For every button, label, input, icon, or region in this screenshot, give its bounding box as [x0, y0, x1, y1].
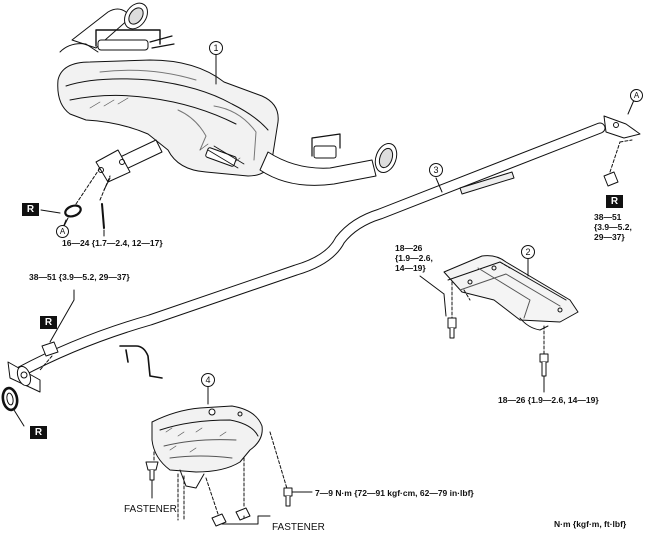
callout-3: 3: [429, 163, 443, 177]
insulator-bolt: [283, 487, 313, 507]
torque-insulator-bolt: 7—9 N·m {72—91 kgf·cm, 62—79 in·lbf}: [315, 488, 474, 498]
callout-2: 2: [521, 245, 535, 259]
replace-mark-rear-nut: R: [606, 195, 623, 208]
fastener-right: [211, 507, 271, 527]
muffler-gasket: [40, 167, 111, 237]
replace-mark-front-nut: R: [40, 316, 57, 329]
support-bracket: [443, 255, 579, 355]
torque-bracket-bolt-top: 18—26 {1.9—2.6, 14—19}: [395, 243, 433, 273]
callout-4: 4: [201, 373, 215, 387]
front-nut: [39, 289, 75, 371]
callout-3-leader: [435, 177, 443, 193]
callout-1: 1: [209, 41, 223, 55]
replace-mark-muffler-gasket: R: [22, 203, 39, 216]
ref-a-left: A: [56, 225, 69, 238]
torque-front-nut: 38—51 {3.9—5.2, 29—37}: [29, 272, 130, 282]
fastener-label-right: FASTENER: [272, 522, 325, 533]
rear-nut: [603, 139, 633, 187]
front-gasket: [1, 386, 25, 427]
ref-a-left-leader: [63, 217, 69, 227]
bracket-bolt-bottom: [539, 353, 549, 393]
heat-insulator: [151, 405, 289, 521]
bracket-bolt-top: [419, 275, 457, 339]
ref-a-right-leader: [627, 99, 635, 115]
replace-mark-front-gasket: R: [30, 426, 47, 439]
fastener-label-left: FASTENER: [124, 504, 177, 515]
units-label: N·m {kgf·m, ft·lbf}: [554, 519, 627, 529]
main-silencer: [57, 2, 398, 191]
middle-pipe: [7, 115, 641, 393]
torque-muffler-nut: 16—24 {1.7—2.4, 12—17}: [62, 238, 163, 248]
fastener-left: [145, 461, 159, 499]
torque-rear-nut: 38—51 {3.9—5.2, 29—37}: [594, 212, 632, 242]
torque-bracket-bolt-bottom: 18—26 {1.9—2.6, 14—19}: [498, 395, 599, 405]
ref-a-right: A: [630, 89, 643, 102]
